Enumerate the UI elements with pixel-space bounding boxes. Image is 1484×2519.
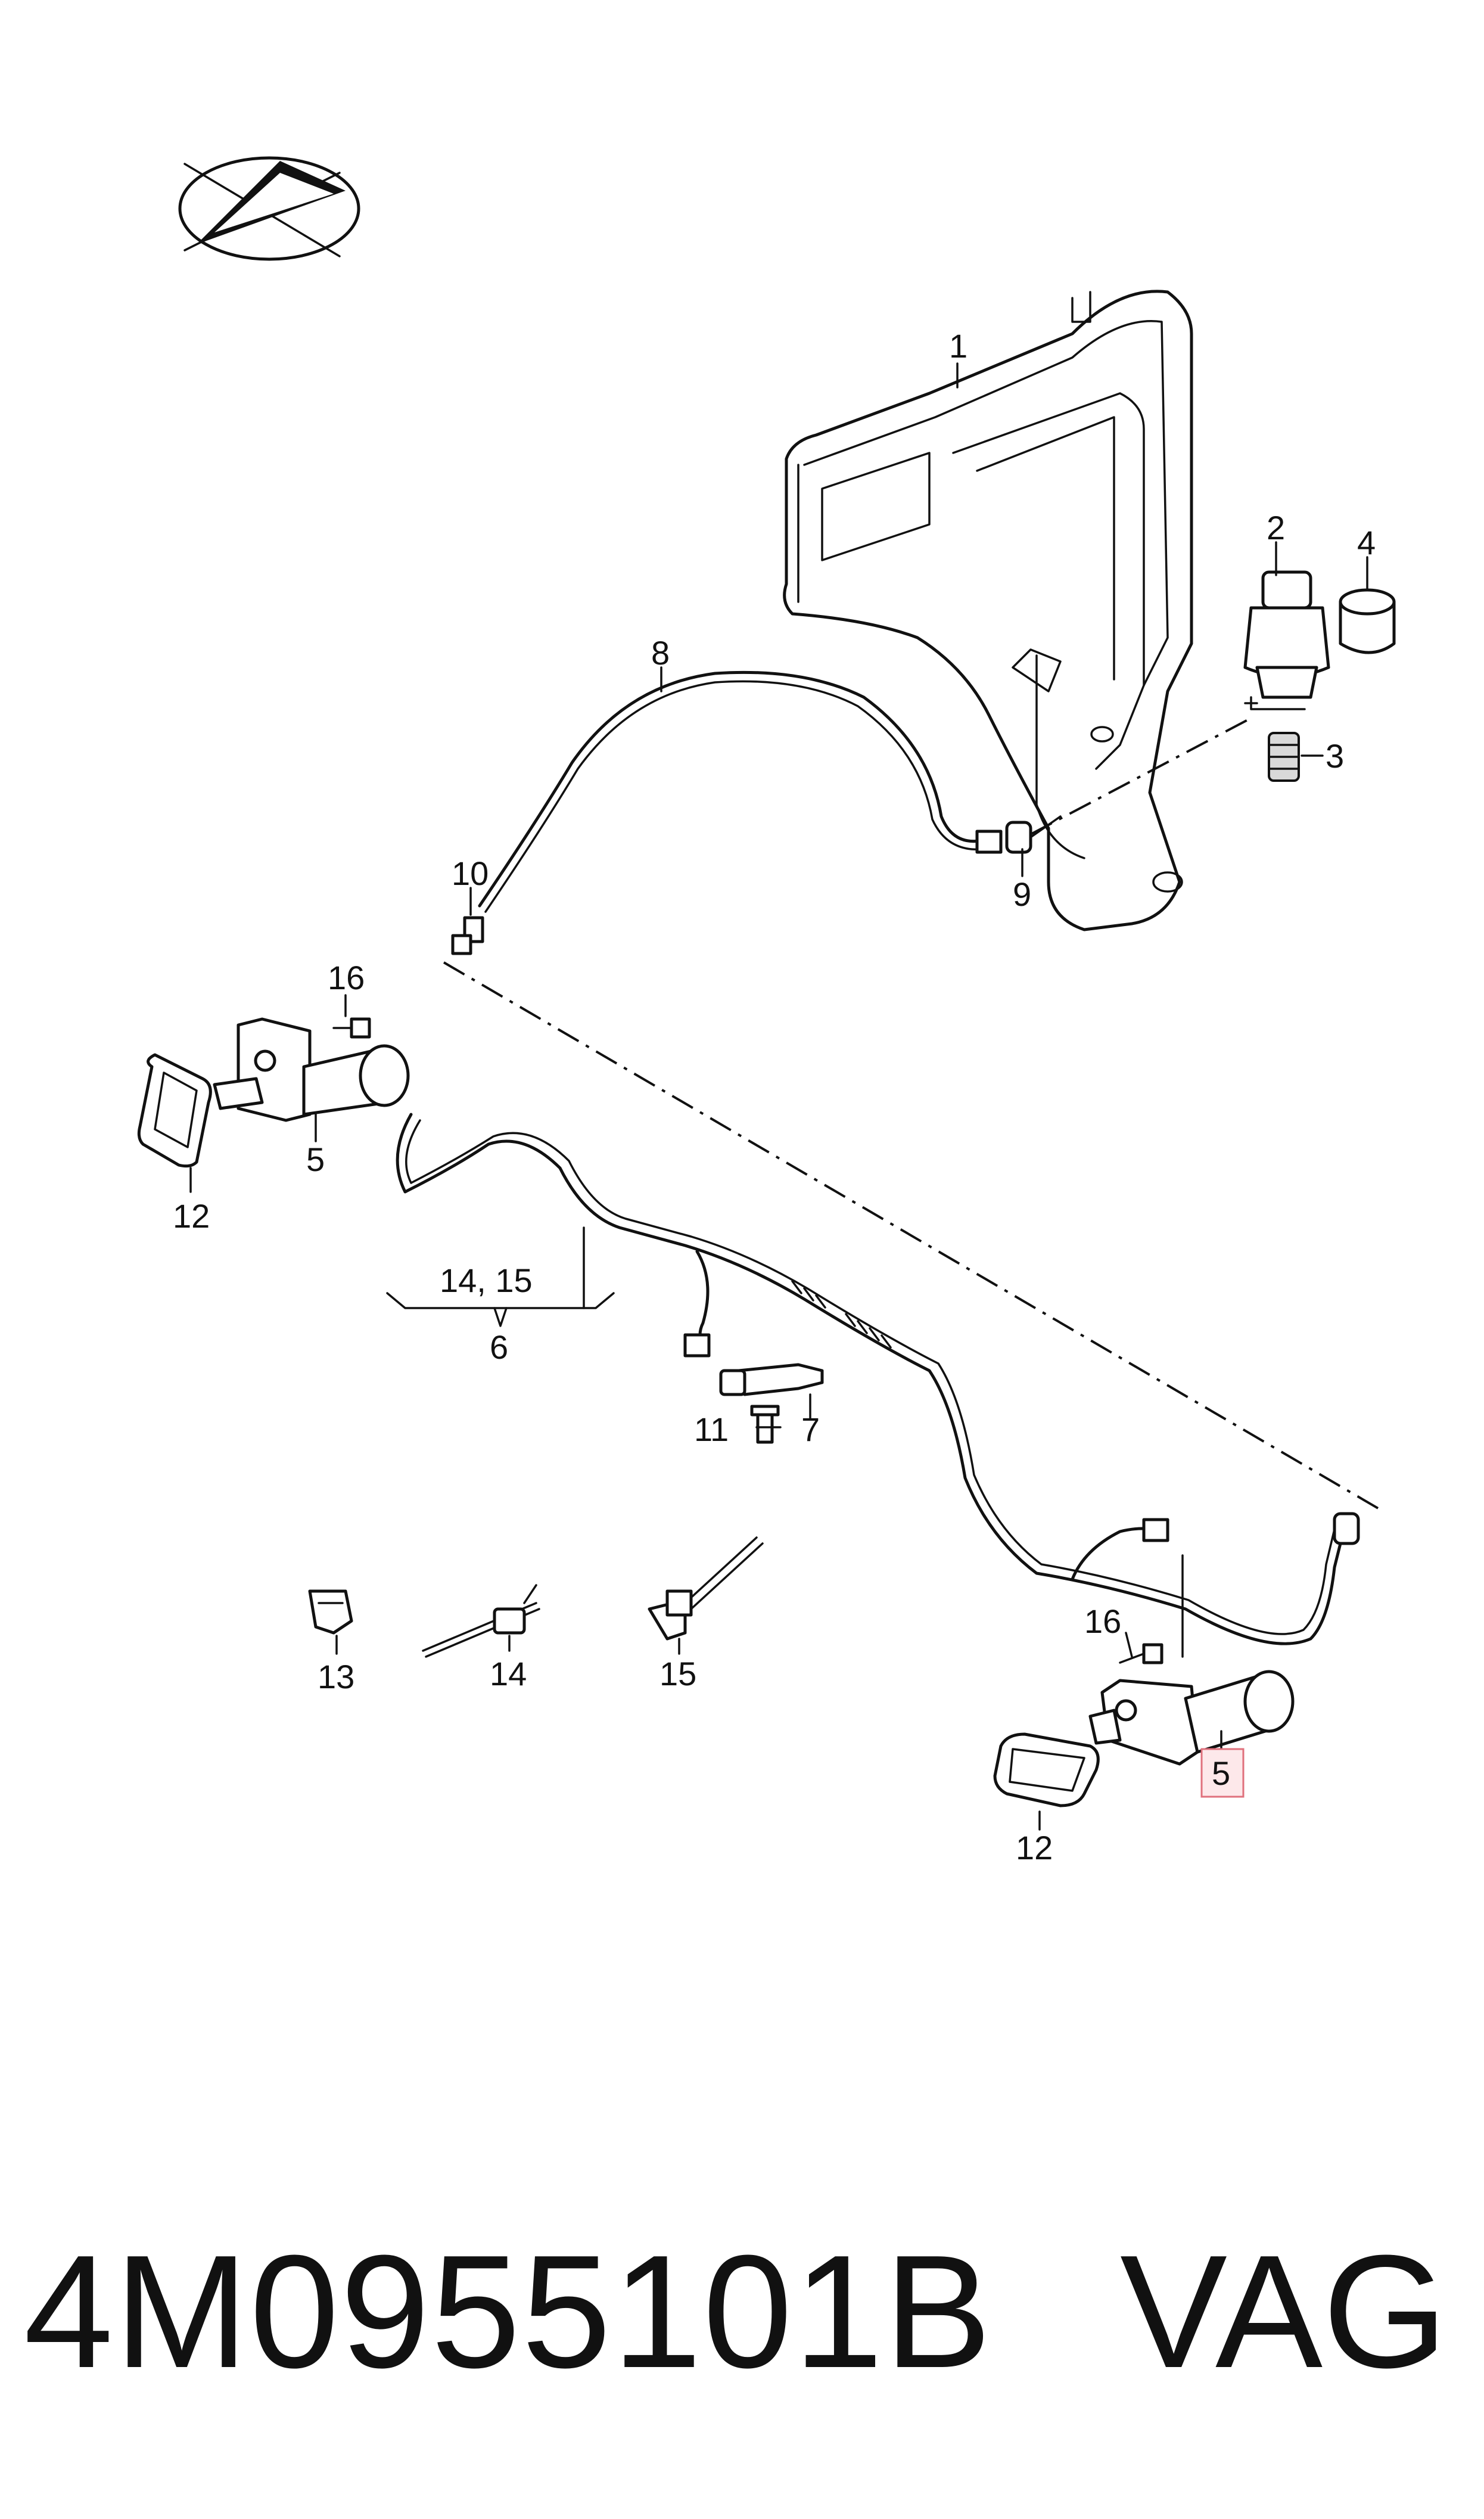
washer-nozzle: [719, 1363, 824, 1396]
callout-14-15: 14, 15: [440, 1262, 533, 1299]
screw-left: [332, 1017, 371, 1039]
brand-name: VAG: [1120, 2222, 1448, 2402]
clip: [308, 1589, 353, 1635]
hose-connector: [451, 916, 484, 955]
callout-6: 6: [490, 1328, 508, 1366]
headlamp-washer-jet-left: [213, 1017, 410, 1122]
callout-2: 2: [1267, 509, 1285, 546]
headlamp-washer-jet-right: [1088, 1670, 1295, 1766]
hose-ribbing: [791, 1280, 892, 1349]
callout-7: 7: [801, 1411, 820, 1448]
part-number-footer: 4M0955101B VAG: [0, 2217, 1484, 2408]
screw-right: [1119, 1643, 1163, 1664]
leader-lines: [189, 362, 1368, 1831]
highlight-box: [1200, 1748, 1245, 1798]
group-bracket: [386, 1226, 615, 1327]
callout-1: 1: [949, 327, 967, 365]
callout-15: 15: [659, 1655, 696, 1692]
callout-14: 14: [490, 1655, 527, 1692]
callout-4: 4: [1357, 524, 1376, 561]
screw-small: [750, 1405, 780, 1444]
washer-fluid-reservoir: [783, 290, 1193, 931]
callout-13: 13: [318, 1658, 354, 1695]
orientation-compass-icon: [178, 156, 360, 261]
cable-tie-14: [422, 1584, 540, 1658]
washer-hose-upper: [478, 670, 1062, 913]
callout-10: 10: [452, 855, 489, 892]
part-number: 4M0955101B: [24, 2222, 993, 2402]
headlamp-washer-cap-right: [993, 1732, 1100, 1807]
callout-5-left: 5: [306, 1141, 325, 1178]
callout-16-right: 16: [1084, 1602, 1121, 1640]
seal-ring: [1339, 588, 1396, 654]
callout-3: 3: [1326, 737, 1344, 775]
callout-8: 8: [651, 634, 670, 672]
connection-dash-line: [443, 961, 1383, 1512]
cable-tie-15: [648, 1536, 764, 1641]
callout-9: 9: [1013, 875, 1031, 913]
washer-pump: [1243, 570, 1330, 710]
callout-5-right: 5: [1212, 1754, 1230, 1792]
callout-11: 11: [694, 1411, 729, 1448]
washer-hose-lower: [396, 1113, 1360, 1645]
callout-12-left: 12: [173, 1197, 210, 1235]
headlamp-washer-cap-left: [137, 1053, 212, 1168]
filter-strainer: [1268, 732, 1300, 782]
callout-16-left: 16: [328, 959, 365, 996]
callout-12-right: 12: [1016, 1829, 1053, 1866]
